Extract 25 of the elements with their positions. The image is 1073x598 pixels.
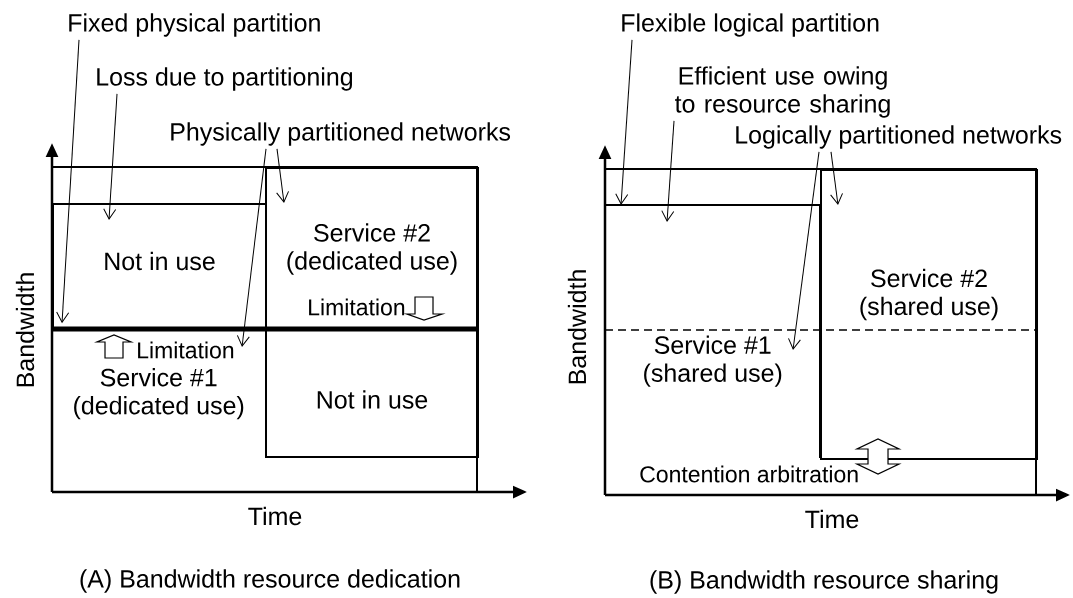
contention-label: Contention arbitration [640, 465, 858, 483]
usage-region: Service #2 (shared use) [820, 169, 1038, 460]
leader-line [615, 39, 633, 205]
panel-caption: (B) Bandwidth resource sharing [650, 570, 998, 594]
panel-caption: (A) Bandwidth resource dedication [80, 569, 460, 593]
limitation-label: Limitation [138, 341, 234, 359]
annotation-label: Fixed physical partition [69, 13, 320, 37]
axis-label: Time [248, 506, 302, 526]
axis-label: Bandwidth [15, 273, 35, 387]
annotation-label: Loss due to partitioning [97, 67, 353, 91]
leader-line [56, 39, 80, 323]
region-label: Service #1 (dedicated use) [74, 368, 244, 420]
leader-line [788, 151, 820, 350]
leader-line [236, 148, 267, 347]
annotation-label: Logically partitioned networks [736, 125, 1062, 149]
limitation-label: Limitation [309, 298, 405, 316]
annotation-label: Physically partitioned networks [171, 122, 511, 146]
axis-label: Time [805, 509, 859, 529]
leader-line [103, 93, 118, 220]
leader-line [276, 148, 290, 203]
leader-line [830, 151, 844, 205]
leader-line [661, 120, 675, 222]
annotation-label: Flexible logical partition [622, 13, 879, 37]
usage-region: Service #1 (shared use) [604, 204, 821, 459]
annotation-label: Efficient use owing to resource sharing [675, 66, 890, 118]
